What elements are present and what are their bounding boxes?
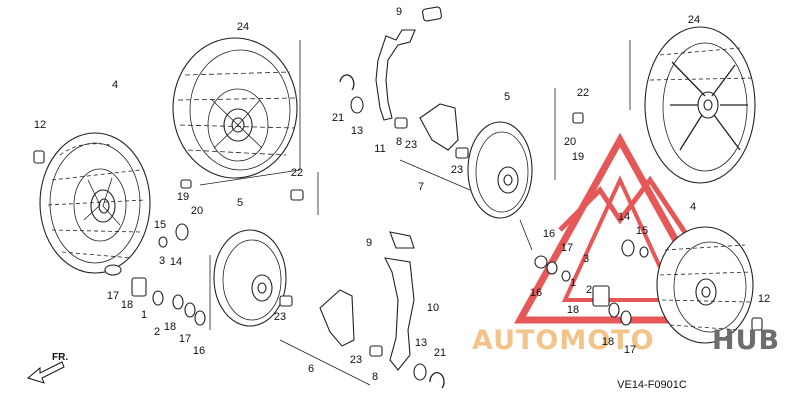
callout-21: 21 (434, 347, 446, 359)
callout-23: 23 (274, 311, 286, 323)
small-hardware (33, 74, 763, 389)
callout-13: 13 (351, 125, 363, 137)
callout-18: 18 (121, 299, 133, 311)
callout-19: 19 (572, 151, 584, 163)
callout-1: 1 (141, 309, 147, 321)
callout-6: 6 (308, 363, 314, 375)
callout-9: 9 (366, 237, 372, 249)
callout-24: 24 (237, 21, 249, 33)
callout-9: 9 (396, 6, 402, 18)
callout-15: 15 (154, 219, 166, 231)
lower-axle-arm (279, 289, 383, 357)
callout-13: 13 (415, 337, 427, 349)
callout-16: 16 (543, 228, 555, 240)
diagram-code: VE14-F0901C (617, 379, 687, 391)
upper-wheel-gear (467, 121, 533, 219)
right-front-tire (656, 226, 754, 344)
callout-17: 17 (624, 344, 636, 356)
callout-23: 23 (350, 354, 362, 366)
callout-18: 18 (567, 304, 579, 316)
callout-22: 22 (291, 167, 303, 179)
callout-5: 5 (504, 91, 510, 103)
callout-22: 22 (577, 87, 589, 99)
callout-8: 8 (372, 371, 378, 383)
watermark-text-b: HUB (712, 325, 780, 356)
callout-18: 18 (164, 321, 176, 333)
callout-3: 3 (583, 253, 589, 265)
upper-axle-arm (394, 103, 469, 159)
watermark-logo-icon (514, 132, 726, 324)
callout-16: 16 (193, 345, 205, 357)
right-rear-tire (644, 26, 756, 184)
callout-1: 1 (570, 277, 576, 289)
watermark-text-a: AUTOMOTO (472, 325, 655, 356)
watermark-text: AUTOMOTO HUB (472, 325, 780, 356)
callout-7: 7 (418, 181, 424, 193)
lower-wheel-gear (213, 229, 287, 327)
front-direction-arrow-icon (26, 361, 65, 384)
callout-4: 4 (690, 201, 696, 213)
callout-23: 23 (405, 139, 417, 151)
callout-11: 11 (374, 143, 385, 155)
callout-3: 3 (159, 255, 165, 267)
callout-16: 16 (530, 287, 542, 299)
callout-12: 12 (34, 119, 46, 131)
callout-17: 17 (179, 333, 191, 345)
callout-17: 17 (107, 290, 119, 302)
callout-21: 21 (332, 112, 344, 124)
callout-10: 10 (427, 302, 439, 314)
leader-lines (199, 40, 631, 386)
callout-24: 24 (688, 14, 700, 26)
lower-lever-arm (384, 231, 415, 371)
callout-17: 17 (561, 242, 573, 254)
callout-2: 2 (586, 284, 592, 296)
callout-8: 8 (396, 136, 402, 148)
callout-18: 18 (602, 336, 614, 348)
callout-2: 2 (154, 326, 160, 338)
upper-lever-arm (375, 6, 442, 121)
direction-label: FR. (52, 352, 68, 363)
callout-14: 14 (170, 256, 182, 268)
callout-20: 20 (564, 136, 576, 148)
callout-12: 12 (758, 293, 770, 305)
callout-4: 4 (112, 79, 118, 91)
callout-23: 23 (451, 164, 463, 176)
callout-20: 20 (191, 205, 203, 217)
callout-14: 14 (618, 211, 630, 223)
left-front-tire (39, 132, 151, 274)
callout-15: 15 (636, 225, 648, 237)
callout-19: 19 (177, 191, 189, 203)
callout-5: 5 (237, 197, 243, 209)
left-rear-tire (172, 37, 298, 179)
